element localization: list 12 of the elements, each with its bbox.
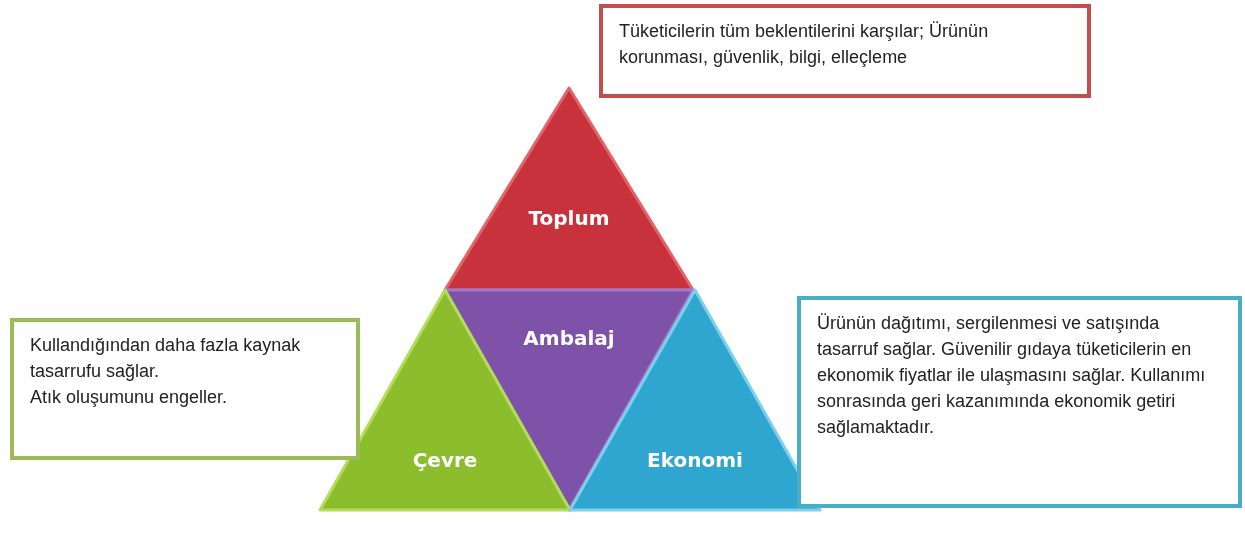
text-box xyxy=(10,318,360,460)
segment-label: Ambalaj xyxy=(522,326,616,350)
segment-label: Ekonomi xyxy=(646,448,744,472)
segment-label: Toplum xyxy=(527,206,611,230)
segment-label: Çevre xyxy=(411,448,479,472)
text-box xyxy=(797,296,1242,508)
description-text: Atık oluşumunu engeller. xyxy=(30,386,229,410)
description-text: Tüketicilerin tüm beklentilerini karşılar; Ürünün korunması, güvenlik, bilgi, elleçleme xyxy=(619,20,990,70)
description-text: Kullandığından daha fazla kaynak tasarrufu sağlar. xyxy=(30,334,302,384)
pyramid-segment xyxy=(445,88,693,290)
text-box xyxy=(599,4,1091,98)
description-text: Ürünün dağıtımı, sergilenmesi ve satışında tasarruf sağlar. Güvenilir gıdaya tüketicilerin en ekonomik fiyatlar ile ulaşmasını sağlar. Kullanımı sonrasında geri kazanımında ekonomik getiri sağlamaktadır. xyxy=(817,312,1207,440)
